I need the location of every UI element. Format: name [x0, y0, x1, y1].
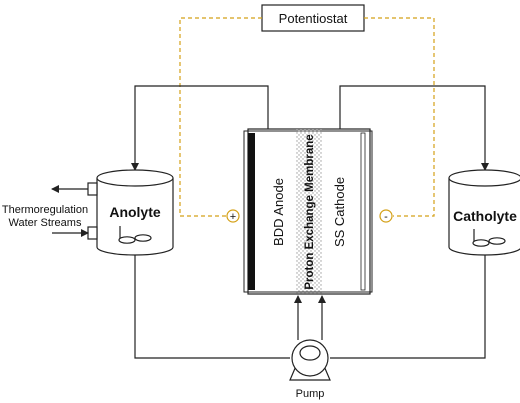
- pump-label: Pump: [296, 388, 325, 400]
- thermoregulation-label-line2: Water Streams: [9, 217, 82, 229]
- anolyte-port-top: [87, 182, 98, 196]
- ss-cathode-plate: [360, 132, 366, 291]
- catholyte-tank: Catholyte: [448, 169, 520, 256]
- anode-outlet-pipe: [131, 85, 269, 171]
- catholyte-return-pipe: [330, 252, 486, 359]
- plus-sign: +: [230, 211, 236, 223]
- thermoregulation-label-line1: Thermoregulation: [2, 204, 88, 216]
- anode-label: BDD Anode: [271, 178, 286, 246]
- bdd-anode-plate: [248, 133, 255, 290]
- anolyte-port-bottom: [87, 226, 98, 240]
- anolyte-label: Anolyte: [109, 204, 161, 220]
- anolyte-tank: Anolyte: [87, 169, 174, 256]
- potentiostat-wires: [179, 17, 435, 217]
- pump-icon: [289, 339, 331, 381]
- piping: [131, 85, 489, 359]
- potentiostat-label: Potentiostat: [279, 11, 348, 26]
- cathode-terminal: -: [379, 209, 393, 223]
- membrane: [296, 129, 322, 294]
- thermoregulation-streams: [51, 185, 89, 237]
- electrochemical-cell: BDD Anode Proton Exchange Membrane SS Ca…: [243, 128, 373, 295]
- cathode-wire: [364, 17, 435, 217]
- membrane-label: Proton Exchange Membrane: [304, 134, 316, 289]
- cathode-outlet-pipe: [339, 85, 489, 171]
- stirrer-icon: [472, 229, 506, 247]
- cathode-label: SS Cathode: [332, 177, 347, 247]
- minus-sign: -: [384, 211, 388, 223]
- anode-terminal: +: [226, 209, 240, 223]
- stirrer-icon: [118, 226, 152, 244]
- anolyte-return-pipe: [134, 252, 290, 359]
- anode-wire: [179, 17, 262, 217]
- potentiostat-box: Potentiostat: [261, 4, 365, 32]
- catholyte-label: Catholyte: [453, 208, 517, 224]
